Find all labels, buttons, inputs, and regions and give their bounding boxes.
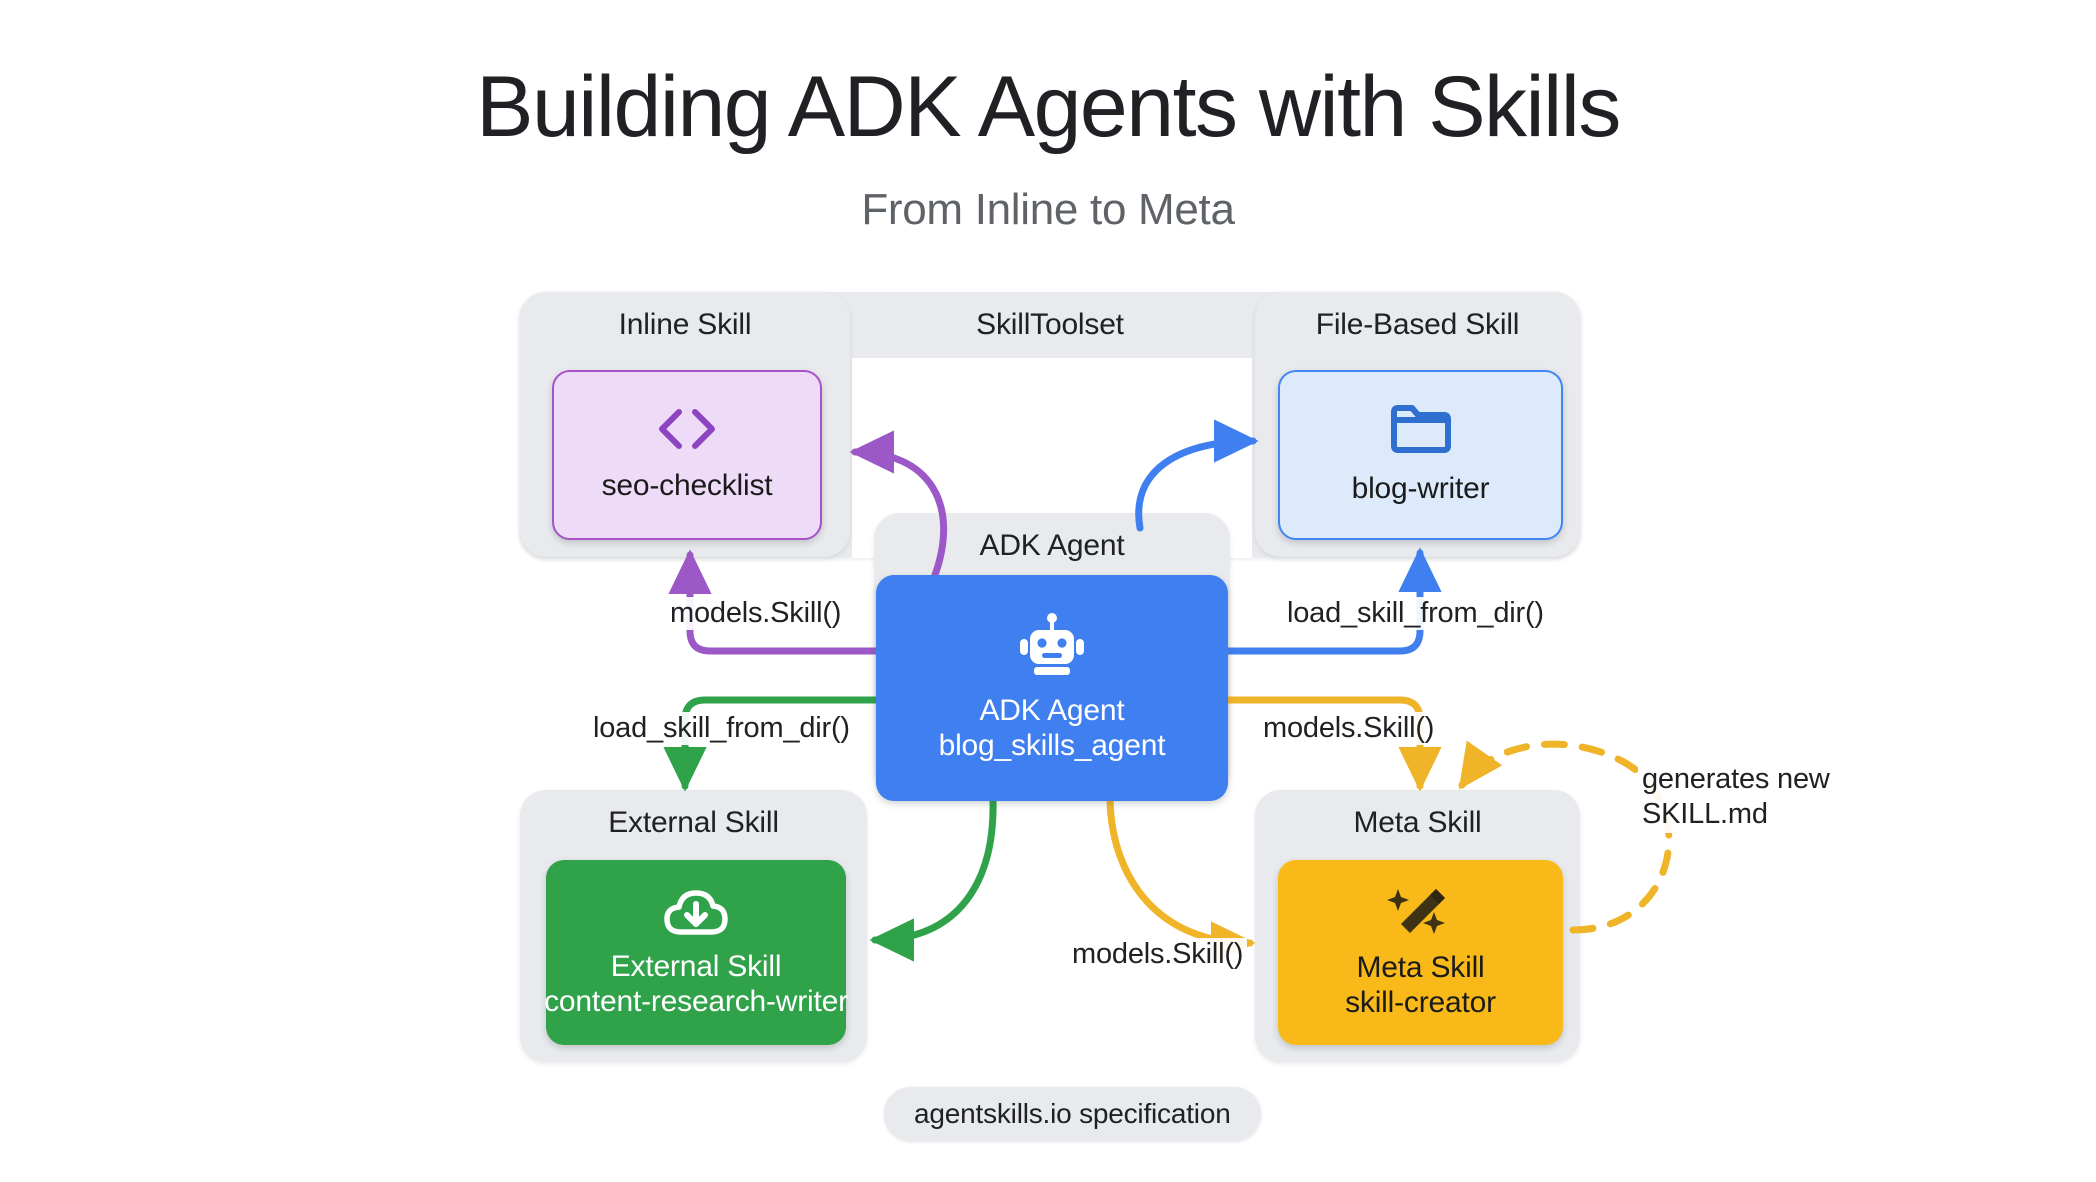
node-blog-writer-label: blog-writer (1351, 471, 1490, 505)
group-file-based-skill-label: File-Based Skill (1315, 308, 1520, 341)
node-seo-checklist-label: seo-checklist (601, 468, 773, 502)
page-title: Building ADK Agents with Skills (476, 59, 1621, 155)
node-external-skill-line2: content-research-writer (544, 984, 848, 1018)
node-adk-agent[interactable]: ADK Agent blog_skills_agent (876, 575, 1228, 801)
edge-label-models-skill-meta-lower: models.Skill() (1068, 938, 1248, 971)
node-adk-agent-line1: ADK Agent (979, 694, 1125, 728)
group-external-skill-label: External Skill (608, 806, 779, 839)
edge-label-models-skill-inline: models.Skill() (666, 597, 846, 630)
edge-label-load-skill-from-dir-external: load_skill_from_dir() (589, 712, 854, 745)
node-meta-skill-label: Meta Skill skill-creator (1345, 951, 1496, 1021)
folder-icon (1390, 404, 1452, 454)
group-skilltoolset-label: SkillToolset (976, 308, 1124, 341)
node-adk-agent-label: ADK Agent blog_skills_agent (939, 694, 1166, 764)
cloud-download-icon (661, 886, 731, 938)
group-meta-skill-label: Meta Skill (1353, 806, 1482, 839)
node-adk-agent-line2: blog_skills_agent (938, 729, 1166, 762)
robot-icon (1017, 612, 1087, 678)
edge-label-generates-new-skill-md: generates new SKILL.md (1638, 762, 1876, 833)
node-meta-skill-line2: skill-creator (1345, 985, 1496, 1019)
edge-agent-to-external-bottom (869, 796, 997, 962)
node-seo-checklist[interactable]: seo-checklist (552, 370, 822, 540)
node-blog-writer[interactable]: blog-writer (1278, 370, 1563, 540)
code-brackets-icon (655, 407, 719, 451)
footer-spec-pill: agentskills.io specification (884, 1087, 1261, 1141)
edge-label-models-skill-meta-upper: models.Skill() (1259, 712, 1439, 745)
node-external-skill-label: External Skill content-research-writer (544, 950, 848, 1020)
node-meta-skill[interactable]: Meta Skill skill-creator (1278, 860, 1563, 1045)
magic-wand-icon (1386, 885, 1456, 939)
node-external-skill[interactable]: External Skill content-research-writer (544, 860, 848, 1045)
generates-line1: generates new (1642, 763, 1830, 795)
group-adk-agent-label: ADK Agent (979, 529, 1125, 562)
page-subtitle: From Inline to Meta (861, 185, 1235, 234)
edge-label-load-skill-from-dir-file: load_skill_from_dir() (1283, 597, 1548, 630)
node-external-skill-line1: External Skill (610, 949, 782, 983)
node-meta-skill-line1: Meta Skill (1356, 950, 1485, 984)
generates-line2: SKILL.md (1642, 798, 1768, 831)
edge-agent-to-meta-bottom (1106, 796, 1256, 965)
group-inline-skill-label: Inline Skill (618, 308, 752, 341)
